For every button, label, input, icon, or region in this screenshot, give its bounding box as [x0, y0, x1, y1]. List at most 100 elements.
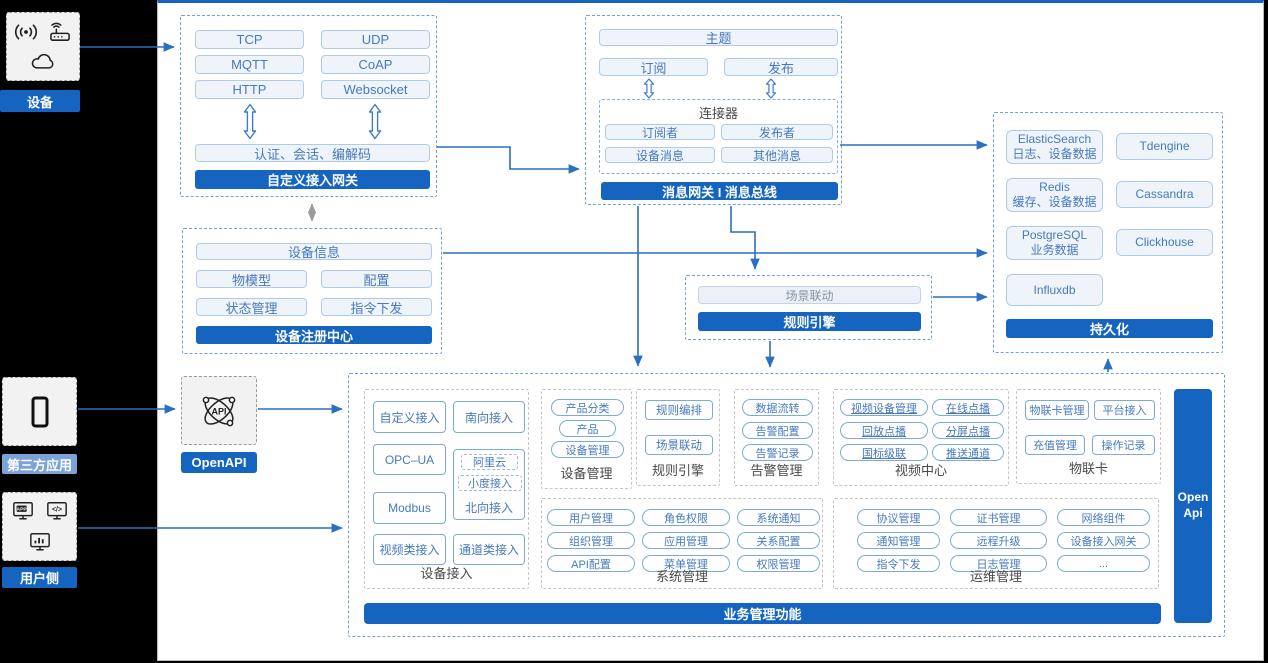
registry-node: 配置 — [321, 270, 432, 288]
datastore-name: ElasticSearch — [1017, 132, 1092, 146]
third-party-source-label: 第三方应用 — [2, 454, 77, 474]
feature-node: 菜单管理 — [642, 555, 730, 572]
rule-engine-box: 规则编排 场景联动 规则引擎 — [636, 389, 720, 486]
feature-node: 应用管理 — [642, 532, 730, 549]
alarm-mgmt-title: 告警管理 — [750, 463, 803, 478]
datastore-node: Influxdb — [1006, 274, 1103, 306]
device-mgmt-title: 设备管理 — [560, 466, 613, 481]
app-window-icon: APP — [11, 500, 35, 522]
ops-mgmt-box: 协议管理 证书管理 网络组件 通知管理 远程升级 设备接入网关 指令下发 日志管… — [833, 498, 1159, 589]
router-icon — [48, 22, 72, 42]
feature-node: 指令下发 — [857, 555, 940, 572]
xiaodu-node: 小度接入 — [458, 475, 522, 491]
feature-node: 规则编排 — [645, 400, 713, 420]
feature-node: 告警配置 — [742, 422, 813, 439]
access-node: 视频类接入 — [373, 534, 446, 565]
feature-node: 设备接入网关 — [1057, 532, 1150, 549]
access-node: 自定义接入 — [373, 401, 446, 433]
device-mgmt-box: 产品分类 产品 设备管理 设备管理 — [541, 389, 632, 489]
feature-node: 系统通知 — [737, 509, 820, 526]
alarm-mgmt-box: 数据流转 告警配置 告警记录 告警管理 — [734, 389, 819, 486]
openapi-label-text: OpenAPI — [191, 455, 247, 470]
feature-label: 推送通道 — [946, 447, 990, 460]
registry-node: 状态管理 — [196, 298, 307, 316]
double-arrow-icon — [243, 103, 257, 140]
scene-linkage-node: 场景联动 — [698, 286, 921, 304]
api-network-icon: API — [196, 388, 242, 434]
openapi-label: OpenAPI — [181, 452, 257, 473]
rule-engine-title: 规则引擎 — [651, 463, 704, 478]
north-access-label: 北向接入 — [464, 501, 513, 515]
auth-session-codec-node: 认证、会话、编解码 — [195, 144, 430, 162]
access-node: 南向接入 — [453, 401, 525, 433]
system-mgmt-title: 系统管理 — [655, 569, 708, 584]
feature-node: 通知管理 — [857, 532, 940, 549]
protocol-node: UDP — [321, 30, 430, 49]
feature-node: 关系配置 — [737, 532, 820, 549]
business-footer-bar: 业务管理功能 — [364, 603, 1161, 624]
registry-node: 指令下发 — [321, 298, 432, 316]
feature-label: 回放点播 — [862, 425, 906, 438]
feature-node: 证书管理 — [950, 509, 1047, 526]
protocol-node: Websocket — [321, 80, 430, 99]
publish-node: 发布 — [724, 58, 838, 76]
feature-node: 权限管理 — [737, 555, 820, 572]
double-arrow-icon — [643, 78, 655, 99]
datastore-desc: 缓存、设备数据 — [1012, 195, 1097, 209]
connector-node: 订阅者 — [605, 124, 715, 140]
datastore-desc: 日志、设备数据 — [1012, 147, 1097, 161]
aliyun-node: 阿里云 — [461, 454, 518, 470]
access-node: OPC–UA — [373, 444, 446, 475]
code-window-icon: </> — [45, 500, 69, 522]
double-arrow-icon — [368, 103, 382, 140]
feature-node: 告警记录 — [742, 444, 813, 461]
datastore-name: PostgreSQL — [1021, 228, 1088, 242]
datastore-node: Redis 缓存、设备数据 — [1006, 178, 1103, 212]
feature-node: 回放点播 — [840, 422, 928, 439]
device-source-label-text: 设备 — [26, 94, 53, 110]
datastore-node: ElasticSearch 日志、设备数据 — [1006, 130, 1103, 164]
subscribe-node: 订阅 — [599, 58, 708, 76]
feature-node: 推送通道 — [932, 444, 1004, 461]
datastore-name: Influxdb — [1033, 282, 1076, 297]
video-center-title: 视频中心 — [894, 463, 947, 478]
protocol-node: CoAP — [321, 55, 430, 74]
persistence-title-bar: 持久化 — [1006, 319, 1213, 338]
custom-gateway-box: TCP UDP MQTT CoAP HTTP Websocket 认证、会话、编… — [180, 15, 437, 197]
protocol-node: HTTP — [195, 80, 304, 99]
feature-label: 分屏点播 — [946, 425, 990, 438]
device-access-title: 设备接入 — [420, 566, 473, 581]
feature-label: 在线点播 — [946, 402, 990, 415]
datastore-name: Redis — [1039, 180, 1070, 194]
double-arrow-icon — [765, 78, 777, 99]
connector-box: 连接器 订阅者 发布者 设备消息 其他消息 — [599, 99, 838, 174]
registry-node: 物模型 — [196, 270, 307, 288]
message-gateway-box: 主题 订阅 发布 连接器 订阅者 发布者 设备消息 其他消息 消息网关 I 消息… — [585, 15, 842, 205]
datastore-desc: 业务数据 — [1030, 243, 1079, 257]
datastore-node: PostgreSQL 业务数据 — [1006, 226, 1103, 260]
feature-node: 组织管理 — [547, 532, 635, 549]
feature-node: 用户管理 — [547, 509, 635, 526]
third-party-source-box — [2, 377, 77, 446]
access-node: 通道类接入 — [453, 534, 525, 565]
device-registry-box: 设备信息 物模型 配置 状态管理 指令下发 设备注册中心 — [182, 228, 442, 354]
topic-node: 主题 — [599, 29, 838, 46]
datastore-node: Cassandra — [1116, 181, 1213, 208]
message-gateway-title-bar: 消息网关 I 消息总线 — [601, 182, 838, 200]
iot-card-title: 物联卡 — [1068, 461, 1108, 476]
feature-node: 网络组件 — [1057, 509, 1150, 526]
feature-label: 视频设备管理 — [851, 402, 917, 415]
protocol-node: MQTT — [195, 55, 304, 74]
feature-node: 远程升级 — [950, 532, 1047, 549]
connector-title: 连接器 — [698, 106, 738, 121]
app-icon-text: APP — [16, 507, 27, 513]
user-side-source-label: 用户侧 — [2, 567, 77, 588]
device-info-node: 设备信息 — [196, 243, 432, 260]
connector-node: 设备消息 — [605, 147, 715, 163]
datastore-node: Tdengine — [1116, 133, 1213, 160]
feature-node: 物联卡管理 — [1025, 400, 1089, 420]
open-api-vertical-bar: Open Api — [1174, 389, 1212, 623]
feature-node: 充值管理 — [1025, 435, 1085, 455]
datastore-name: Clickhouse — [1135, 235, 1194, 249]
